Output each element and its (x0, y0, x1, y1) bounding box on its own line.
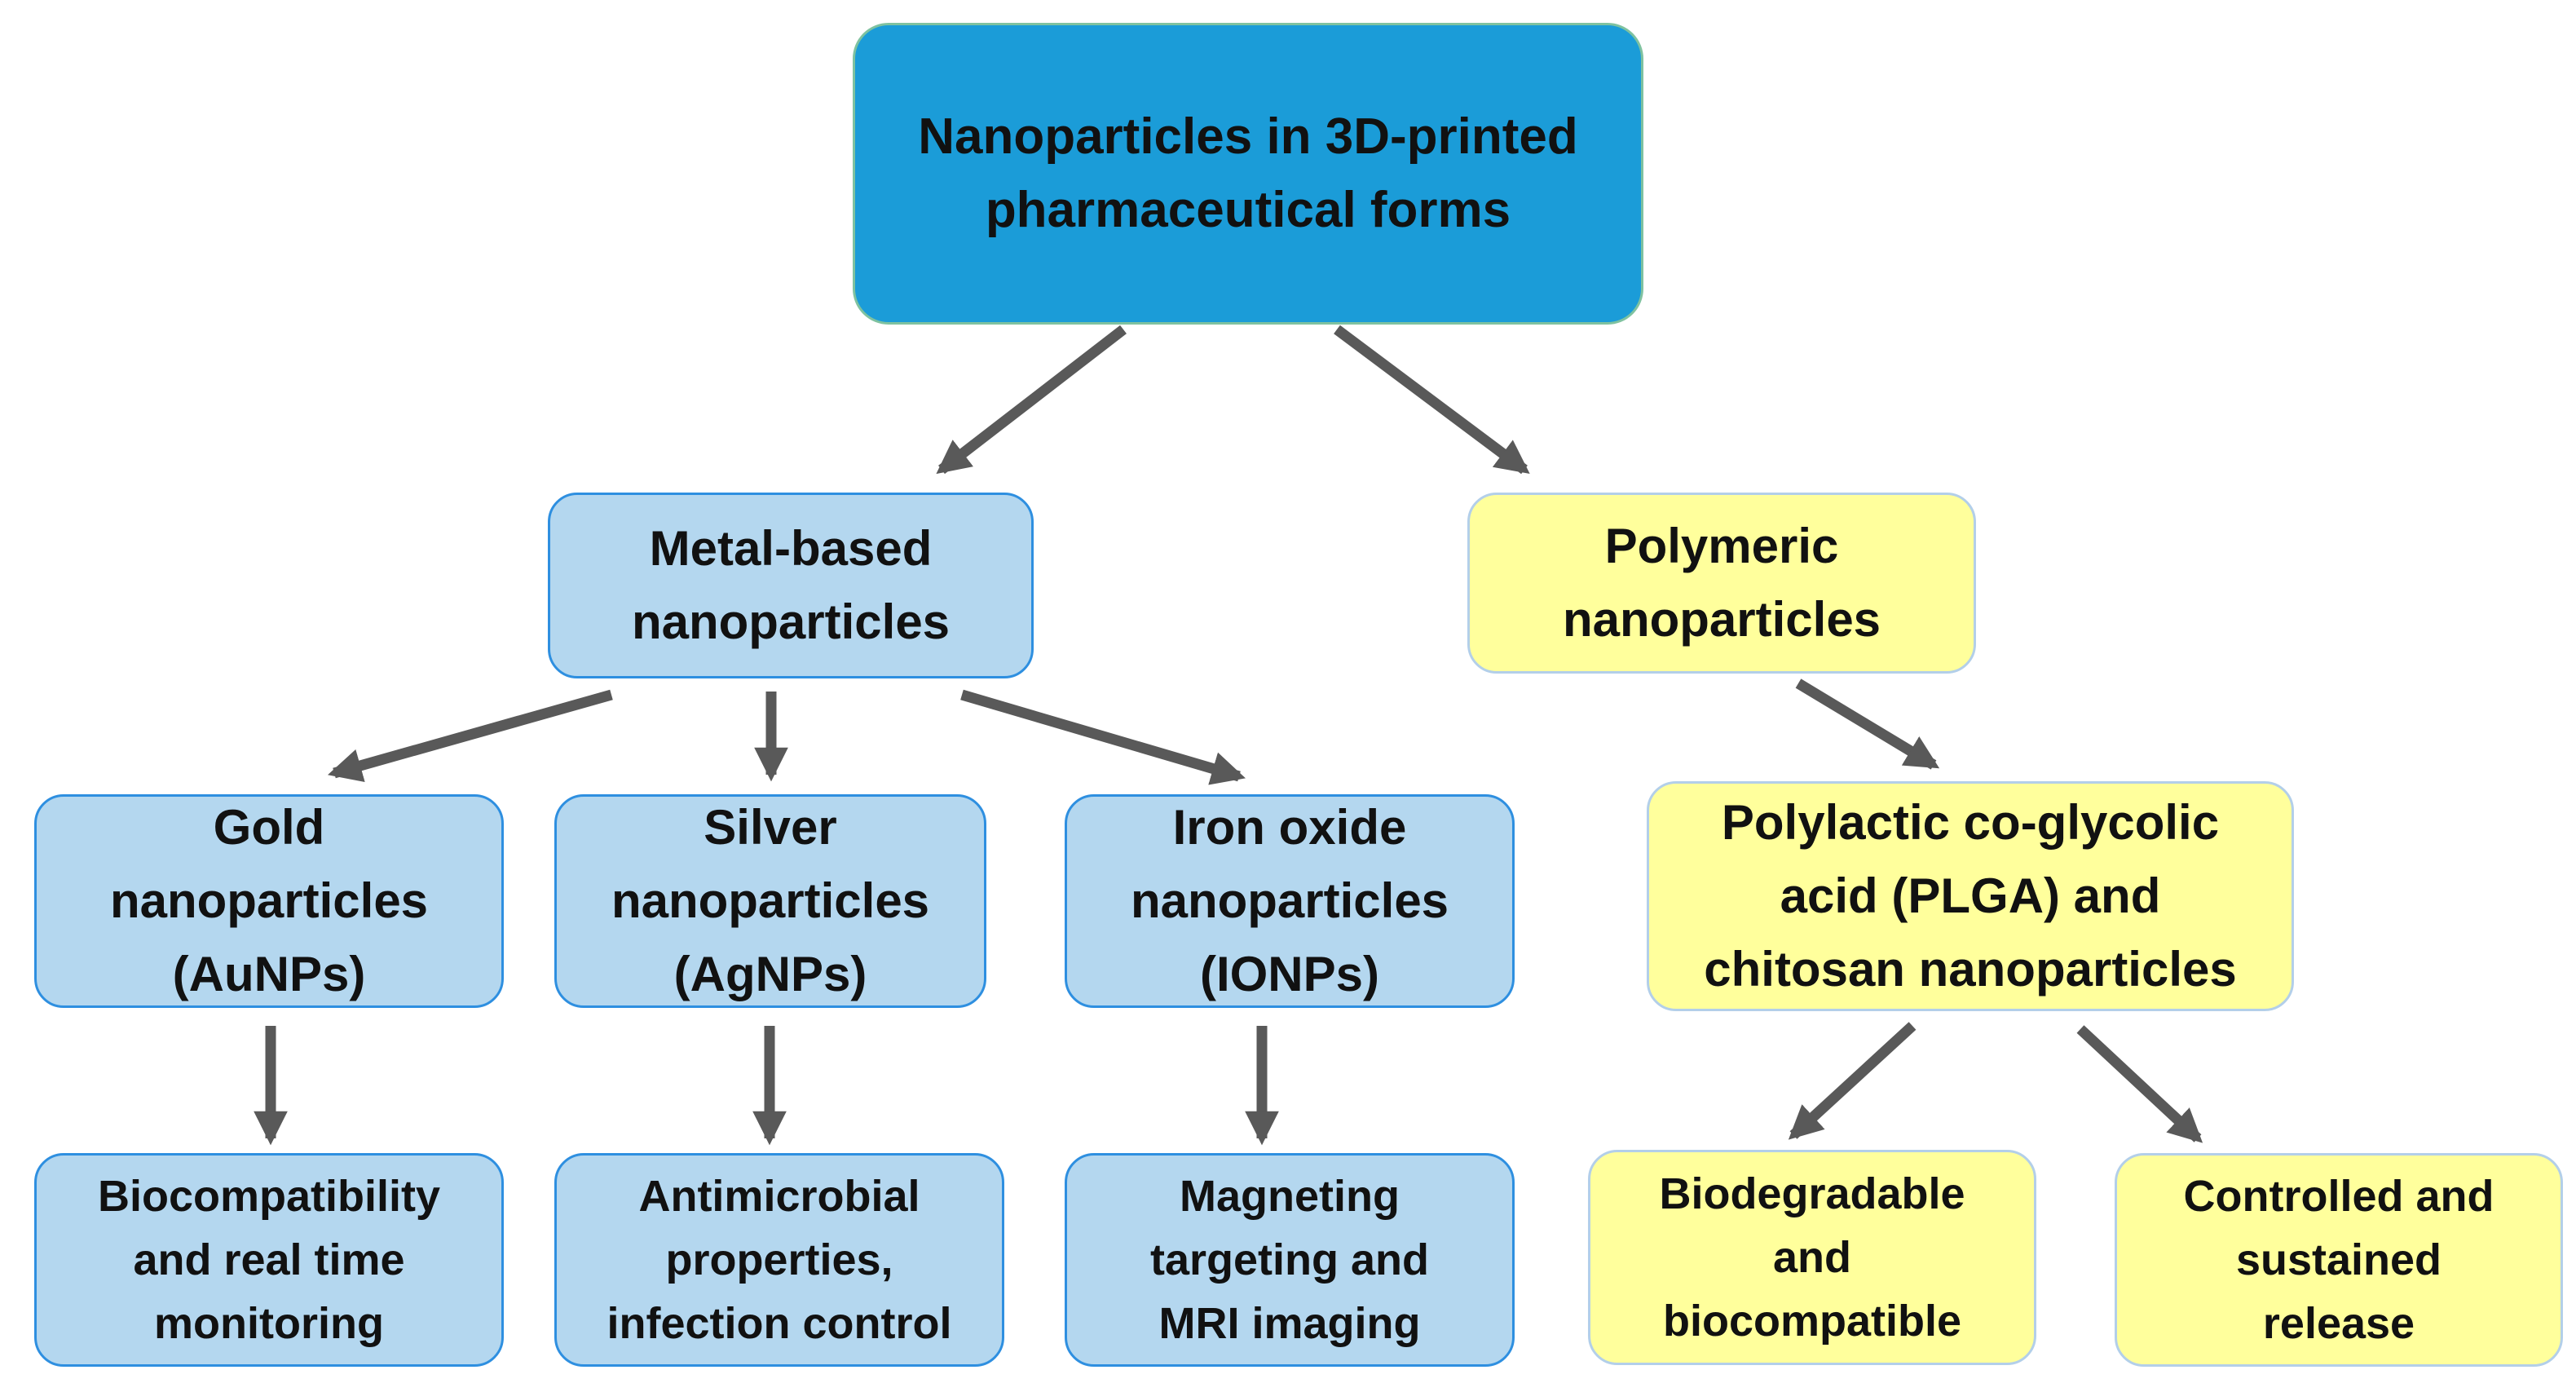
arrow-metal-to-iron (960, 689, 1246, 785)
biodegradable-node: Biodegradable and biocompatible (1588, 1150, 2036, 1365)
arrow-plga-to-plga-effect-1 (1788, 1022, 1917, 1140)
arrow-polymeric-to-plga (1795, 678, 1940, 770)
biodegradable-label: Biodegradable and biocompatible (1659, 1169, 1965, 1346)
gold-effect-label: Biocompatibility and real time monitorin… (97, 1171, 441, 1349)
silver-nanoparticles-node: Silver nanoparticles (AgNPs) (554, 794, 986, 1008)
iron-oxide-nanoparticles-label: Iron oxide nanoparticles (IONPs) (1130, 800, 1449, 1001)
arrow-plga-to-plga-effect-2 (2076, 1025, 2203, 1143)
silver-effect-label: Antimicrobial properties, infection cont… (607, 1171, 952, 1349)
iron-oxide-nanoparticles-node: Iron oxide nanoparticles (IONPs) (1065, 794, 1515, 1008)
gold-effect-node: Biocompatibility and real time monitorin… (34, 1153, 504, 1367)
plga-chitosan-node: Polylactic co-glycolic acid (PLGA) and c… (1647, 781, 2294, 1011)
root-node: Nanoparticles in 3D-printed pharmaceutic… (853, 23, 1643, 325)
silver-nanoparticles-label: Silver nanoparticles (AgNPs) (611, 800, 930, 1001)
iron-effect-node: Magneting targeting and MRI imaging (1065, 1153, 1515, 1367)
root-label: Nanoparticles in 3D-printed pharmaceutic… (918, 108, 1578, 238)
polymeric-label: Polymeric nanoparticles (1562, 519, 1881, 647)
controlled-release-label: Controlled and sustained release (2183, 1171, 2494, 1349)
plga-chitosan-label: Polylactic co-glycolic acid (PLGA) and c… (1704, 795, 2237, 996)
gold-nanoparticles-node: Gold nanoparticles (AuNPs) (34, 794, 504, 1008)
metal-based-label: Metal-based nanoparticles (631, 521, 951, 649)
iron-effect-label: Magneting targeting and MRI imaging (1149, 1171, 1429, 1349)
silver-effect-node: Antimicrobial properties, infection cont… (554, 1153, 1004, 1367)
gold-nanoparticles-label: Gold nanoparticles (AuNPs) (109, 800, 429, 1001)
arrow-metal-to-gold (327, 689, 613, 782)
arrow-root-to-polymeric (1334, 325, 1530, 475)
polymeric-node: Polymeric nanoparticles (1467, 493, 1976, 674)
metal-based-node: Metal-based nanoparticles (548, 493, 1034, 678)
arrow-root-to-metal (936, 325, 1127, 475)
controlled-release-node: Controlled and sustained release (2115, 1153, 2563, 1367)
